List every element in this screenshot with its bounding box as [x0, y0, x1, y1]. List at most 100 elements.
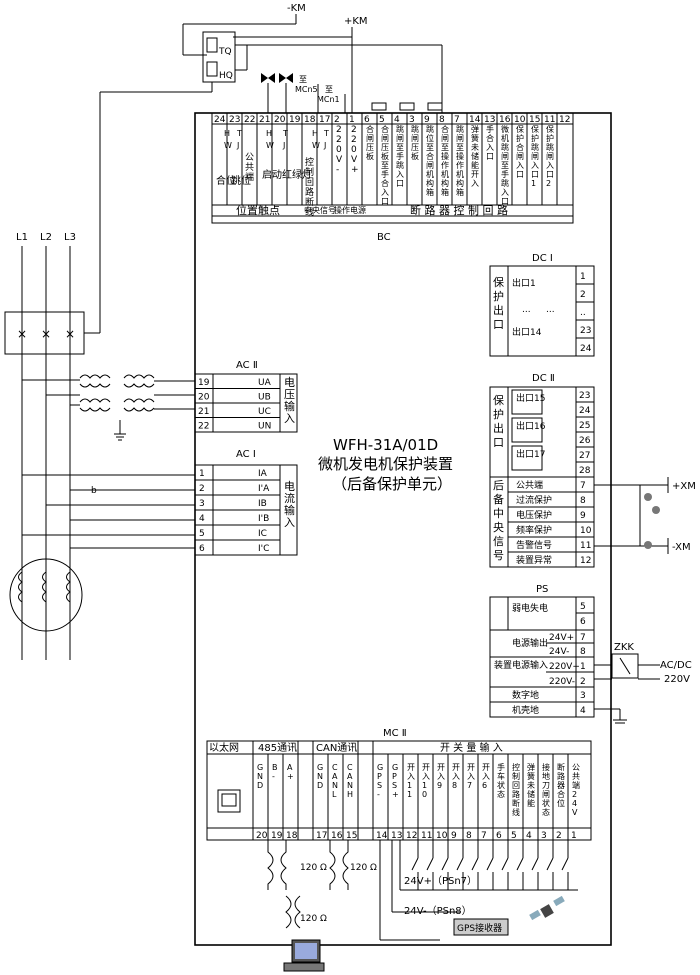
dc2-outlet: 出口17 [516, 448, 545, 460]
top-terminal-number: 9 [424, 115, 430, 125]
top-terminal-number: 14 [469, 115, 481, 125]
mc2-terminal: 18 [286, 831, 298, 841]
ac2-group-label: 电压输入 [284, 376, 295, 425]
dc1-item: 出口14 [512, 326, 542, 338]
ps-terminal: 2 [580, 677, 586, 687]
ps-item: 24V+ [549, 633, 574, 643]
mcn1-label: MCn1 [317, 95, 340, 104]
device-model: WFH-31A/01D [333, 436, 438, 454]
mc2-terminal: 13 [391, 831, 402, 841]
ps-item: 220V+ [549, 662, 580, 672]
dc2-outlet-terminal: 24 [579, 406, 591, 416]
mc2-terminal: 6 [496, 831, 502, 841]
hw-h-2: H [266, 129, 272, 138]
ac1-signal: IA [258, 469, 268, 479]
resistor-120-a: 120 Ω [300, 863, 327, 873]
hq-label: HQ [219, 71, 233, 81]
mc2-col-label: 手车状态 [497, 762, 505, 799]
dc2-title: DC Ⅱ [532, 373, 555, 384]
hw-t-3: T [323, 129, 329, 138]
ethernet-port-icon [217, 789, 241, 813]
dc2-outlet-terminal: 25 [579, 421, 590, 431]
xm-pos-label: +XM [672, 481, 696, 492]
ps-item: 电源输出 [512, 637, 548, 649]
mc2-terminal: 14 [376, 831, 388, 841]
gps-receiver [453, 918, 509, 936]
top-terminal-number: 13 [484, 115, 495, 125]
dc2-signal: 告警信号 [516, 539, 552, 551]
ethernet-label: 以太网 [209, 741, 239, 754]
top-terminal-number: 18 [304, 115, 316, 125]
ac1-terminal: 1 [199, 469, 205, 479]
dc2-outlet-terminal: 27 [579, 451, 590, 461]
dc1-block [489, 265, 595, 357]
phase-l3: L3 [64, 232, 76, 243]
dc2-signal: 装置异常 [516, 554, 552, 566]
hw-t-1: T [236, 129, 242, 138]
dc1-terminal: 24 [580, 344, 592, 354]
mc2-terminal: 12 [406, 831, 417, 841]
twisted-pair-icon [267, 840, 349, 929]
dc2-signal-terminal: 7 [580, 481, 586, 491]
top-terminal-number: 1 [349, 115, 355, 125]
dc2-outlet: 出口15 [516, 392, 545, 404]
b-label: b [91, 486, 97, 496]
buzzer-icon [644, 493, 660, 549]
ac1-signal: I'A [258, 484, 270, 494]
mc2-terminal: 3 [541, 831, 547, 841]
top-terminal-number: 2 [334, 115, 340, 125]
dc1-group-label: 保护出口 [493, 275, 504, 331]
ps-terminal: 6 [580, 617, 586, 627]
top-terminal-number: 8 [439, 115, 445, 125]
dc2-signal-terminal: 9 [580, 511, 586, 521]
ac2-terminal: 20 [198, 393, 210, 403]
ac1-signal: IB [258, 499, 267, 509]
dc1-item: 出口1 [512, 277, 536, 289]
dc2-outlet-terminal: 23 [579, 391, 590, 401]
hw-h-1: H [224, 129, 230, 138]
ac2-signal: UB [258, 393, 271, 403]
pos-bus-label: +KM [344, 16, 368, 27]
mc2-terminal: 2 [556, 831, 562, 841]
group-breaker: 断 路 器 控 制 回 路 [410, 203, 508, 217]
mc2-terminal: 9 [451, 831, 457, 841]
generator-icon [9, 558, 83, 632]
dc2-protect-label: 保护出口 [493, 393, 504, 449]
gps-receiver-label: GPS接收器 [457, 922, 502, 934]
breaker-label: 合闸压板至手合入口 [381, 124, 389, 206]
ps-item: 机壳地 [512, 704, 539, 716]
tq-label: TQ [218, 47, 232, 57]
dc2-signal: 电压保护 [516, 509, 552, 521]
breaker-label: 弹簧未储能开入 [471, 124, 479, 188]
mc2-col-label: 断路器合位 [557, 762, 565, 808]
ps-item: 弱电失电 [512, 602, 548, 614]
top-terminal-number: 10 [514, 115, 526, 125]
hw-w-3: W [312, 141, 320, 150]
resistor-120-b: 120 Ω [350, 863, 377, 873]
ac1-terminal: 6 [199, 544, 205, 554]
ac2-signal: UC [258, 407, 271, 417]
mc2-terminal: 8 [466, 831, 472, 841]
binary-input-label: 开 关 量 输 入 [440, 741, 503, 754]
mc2-terminal: 11 [421, 831, 432, 841]
top-terminal-number: 22 [244, 115, 255, 125]
hw-w-1: W [224, 141, 232, 150]
mc2-col-label: 弹簧未储能 [527, 762, 535, 808]
top-terminal-number: 23 [229, 115, 240, 125]
label-start-lamp: 启动红绿灯 [262, 168, 312, 181]
group-position: 位置触点 [236, 203, 280, 217]
top-terminal-number: 5 [379, 115, 385, 125]
top-terminal-number: 4 [394, 115, 400, 125]
ac2-signal: UN [258, 422, 271, 432]
neg-bus-label: -KM [287, 3, 306, 14]
mc2-title: MC Ⅱ [383, 728, 407, 739]
ps-terminal: 3 [580, 691, 586, 701]
